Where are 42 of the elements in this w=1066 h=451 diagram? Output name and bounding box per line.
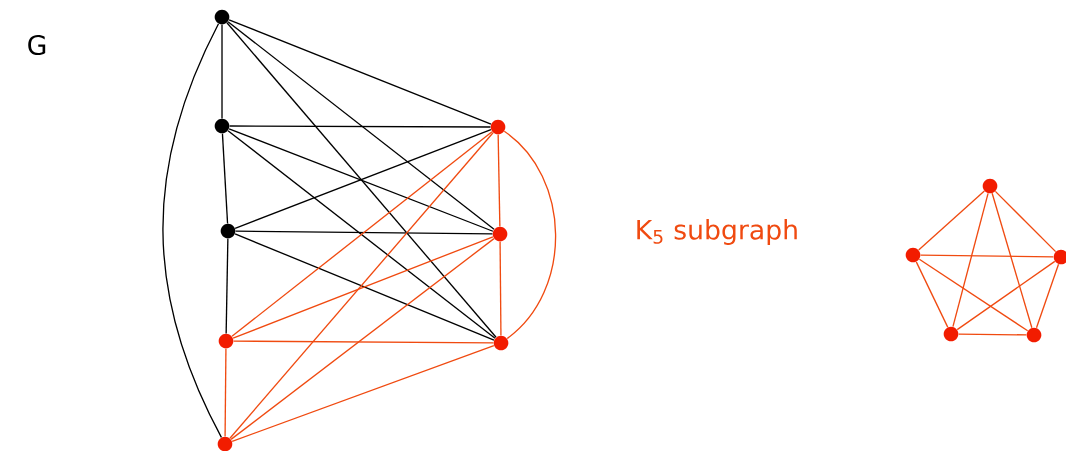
edge [499,240,502,337]
edge [497,133,501,228]
graph-label: G [28,34,46,56]
edge [229,132,494,439]
edge [991,192,1033,329]
edge [221,23,223,120]
edge [226,22,497,338]
edge [918,190,985,251]
vertex [490,119,506,135]
edge [503,130,557,340]
edge [227,21,495,230]
edge [956,260,1056,331]
edge [1035,263,1060,329]
vertex [493,335,509,351]
vertex [217,436,233,451]
edge [230,237,495,441]
vertex [905,247,921,263]
edge [918,258,1029,332]
edge [915,261,949,328]
edge [957,333,1028,336]
edge [232,340,495,344]
edge [231,344,495,443]
edge [224,347,227,438]
vertex [1053,249,1066,265]
vertex [218,333,234,349]
edge [228,19,492,125]
vertex [982,178,998,194]
vertex [492,226,508,242]
vertex [943,326,959,342]
edge [234,230,494,235]
edge [225,237,229,335]
edge [162,23,223,438]
vertex [214,118,230,134]
vertex [214,9,230,25]
edge [919,254,1055,258]
graph-label: K$_{5}$ subgraph [637,219,797,245]
vertex [220,223,236,239]
edge [952,192,989,328]
edge [994,190,1057,253]
edge [228,125,492,128]
vertex [1026,327,1042,343]
edge [221,132,229,225]
